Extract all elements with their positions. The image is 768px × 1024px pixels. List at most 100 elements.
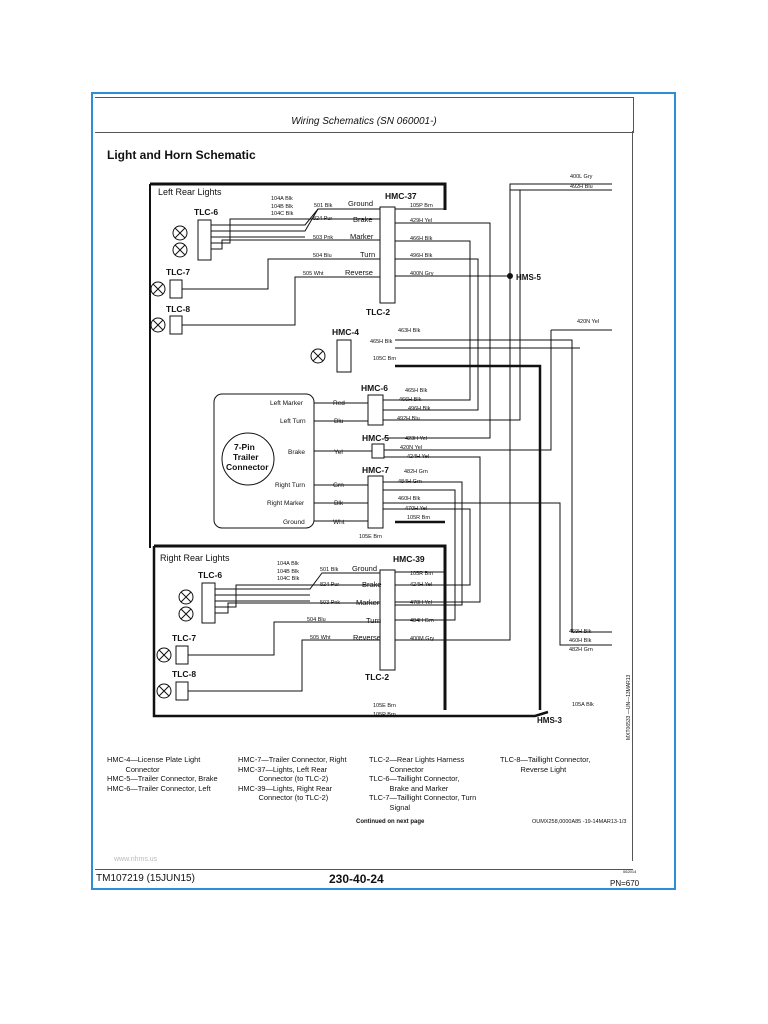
color-blk: Blk [334,500,344,507]
wire-label: 470H Yel [405,506,427,512]
tlc7-left-label: TLC-7 [166,267,190,277]
wire-label: 105E Brn [373,703,396,709]
watermark: www.nhms.us [114,856,158,863]
wire-label: 492H Blu [570,184,593,190]
wire-label: 492H Blu [397,416,420,422]
color-yel: Yel [334,449,343,456]
wire-label: 105P Brn [373,712,396,718]
hmc4-label: HMC-4 [332,327,359,337]
wire-label: 429H Yel [410,218,432,224]
fn-turn-left: Turn [360,250,375,259]
wire-label: 496H Blk [408,406,431,412]
wire-label: 470H Yel [410,600,432,606]
trailer-line2: Trailer [233,452,259,462]
wire-label: 104B Blk [277,569,299,575]
hmc6-label: HMC-6 [361,383,388,393]
hmc37-label: HMC-37 [385,191,417,201]
wire-label: 824 Pur [313,216,332,222]
fn-left-turn: Left Turn [280,418,306,425]
wire-label: 400N Gry [410,271,434,277]
tlc6-left-label: TLC-6 [194,207,218,217]
wire-label: 482H Grn [404,469,428,475]
footer-rule [95,869,633,870]
wire-label: 105R Brn [407,515,430,521]
header-title: Wiring Schematics (SN 060001-) [291,116,437,127]
fn-brake-left: Brake [353,215,373,224]
tlc8-right-label: TLC-8 [172,669,196,679]
hms5-label: HMS-5 [516,273,541,282]
wire-label: 420N Yel [400,445,422,451]
color-wht: Wht [333,519,345,526]
fn-ground-right: Ground [352,564,377,573]
wire-label: 460H Blk [569,638,592,644]
header-bar: Wiring Schematics (SN 060001-) [95,97,634,133]
trailer-line3: Connector [226,462,269,472]
wire-label: 503 Pnk [320,600,340,606]
legend-col-4: TLC-8—Taillight Connector, Reverse Light [500,755,591,774]
group-right-label: Right Rear Lights [160,553,230,563]
hms3-label: HMS-3 [537,716,562,725]
wire-label: 463H Blk [398,328,421,334]
wire-label: 503 Pnk [313,235,333,241]
fn-trailer-ground: Ground [283,519,305,526]
wire-label: 505 Wht [303,271,324,277]
wire-label: 501 Blk [320,567,339,573]
color-red: Red [333,400,345,407]
fn-trailer-brake: Brake [288,449,305,456]
reference-code: OUMX258,0000A85 -19-14MAR13-1/3 [532,819,627,825]
hmc39-label: HMC-39 [393,554,425,564]
fn-right-marker: Right Marker [267,500,305,507]
wire-label: 105E Brn [359,534,382,540]
wire-label: 420N Yel [577,319,599,325]
wire-label: 466H Blk [399,397,422,403]
wire-label: 105A Blk [572,702,594,708]
legend-col-1: HMC-4—License Plate Light Connector HMC-… [107,755,218,793]
wire-label: 824 Pur [320,582,339,588]
section-title: Light and Horn Schematic [107,148,256,162]
pn-label: PN=670 [610,879,640,888]
wire-label: 400M Gry [410,636,434,642]
page-number: 230-40-24 [329,872,384,886]
legend-col-3: TLC-2—Rear Lights Harness Connector TLC-… [369,755,477,812]
side-code: MXT06533 —UN—13MAR13 [626,674,632,740]
right-margin-rule [632,131,633,861]
wire-label: 504 Blu [313,253,332,259]
fn-turn-right: Turn [366,616,381,625]
fn-brake-right: Brake [362,580,382,589]
hmc5-label: HMC-5 [362,433,389,443]
fn-reverse-right: Reverse [353,633,381,642]
wire-label: 484H Grn [398,479,422,485]
wire-label: 465H Blk [370,339,393,345]
wire-label: 496H Blk [410,253,433,259]
fn-ground-left: Ground [348,199,373,208]
wire-label: 105C Brn [373,356,396,362]
continued-note: Continued on next page [356,819,425,825]
wire-label: 424H Yel [410,582,432,588]
wire-label: 400L Gry [570,174,593,180]
tlc7-right-label: TLC-7 [172,633,196,643]
wire-label: 466H Blk [410,236,433,242]
tlc2-left-label: TLC-2 [366,307,390,317]
fn-marker-right: Marker [356,598,380,607]
group-left-label: Left Rear Lights [158,187,222,197]
wire-label: 104A Blk [277,561,299,567]
trailer-line1: 7-Pin [234,442,255,452]
wire-label: 104B Blk [271,204,293,210]
wire-label: 482H Grn [569,647,593,653]
wire-label: 501 Blk [314,203,333,209]
wire-label: 104C Blk [277,576,300,582]
fn-right-turn: Right Turn [275,482,305,489]
legend-col-2: HMC-7—Trailer Connector, Right HMC-37—Li… [238,755,347,803]
wire-label: 104C Blk [271,211,294,217]
wire-label: 105P Brn [410,203,433,209]
tlc6-right-label: TLC-6 [198,570,222,580]
wire-label: 423H Yel [405,436,427,442]
wire-label: 105R Brn [410,571,433,577]
wire-label: 465H Blk [405,388,428,394]
footer-tm: TM107219 (15JUN15) [96,873,195,884]
tlc8-left-label: TLC-8 [166,304,190,314]
hmc7-label: HMC-7 [362,465,389,475]
wire-label: 504 Blu [307,617,326,623]
wire-label: 505 Wht [310,635,331,641]
